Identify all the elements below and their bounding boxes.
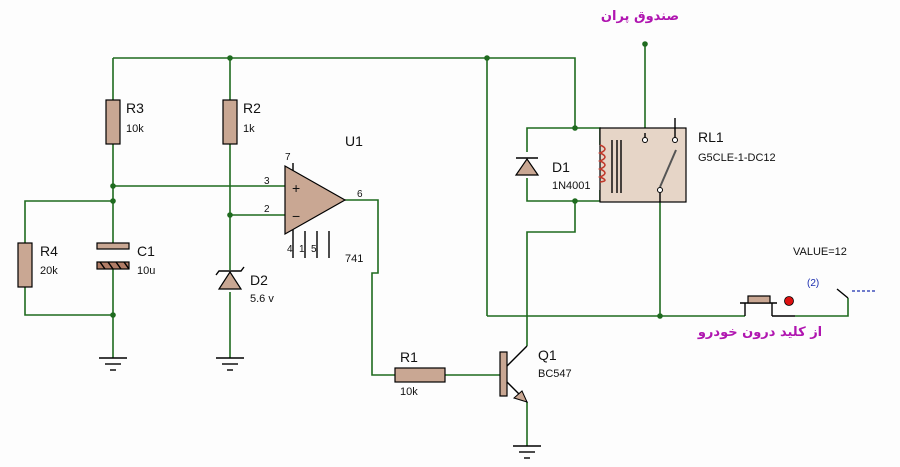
- junction-dot: [110, 183, 116, 189]
- junction-dot: [657, 313, 663, 319]
- junction-dot: [642, 41, 648, 47]
- zener-diode-d2[interactable]: D2 5.6 v: [215, 266, 274, 305]
- resistor-r2[interactable]: R2 1k: [222, 99, 261, 145]
- q1-base-bar: [499, 351, 508, 397]
- source-index: (2): [807, 278, 819, 289]
- relay-contact: [672, 137, 678, 143]
- wire-to-source: [795, 298, 849, 317]
- c1-value: 10u: [137, 265, 155, 277]
- q1-emitter-arrow: [512, 390, 528, 403]
- r4-ref: R4: [40, 243, 58, 259]
- resistor-r1[interactable]: R1 10k: [394, 349, 446, 398]
- r2-value: 1k: [243, 123, 255, 135]
- diode-d1[interactable]: D1 1N4001: [514, 157, 591, 192]
- wire-r4-top: [24, 200, 113, 243]
- pin-2: 2: [264, 204, 270, 215]
- relay-rl1[interactable]: RL1 G5CLE-1-DC12: [597, 118, 776, 203]
- wires: [24, 44, 849, 446]
- wire-coil-top: [575, 127, 601, 145]
- r2-ref: R2: [243, 100, 261, 116]
- pin-6: 6: [357, 189, 363, 200]
- d2-value: 5.6 v: [250, 293, 274, 305]
- q1-value: BC547: [538, 368, 572, 380]
- switch-label: از کلید درون خودرو: [697, 325, 822, 340]
- c1-ref: C1: [137, 243, 155, 259]
- pin-1: 1: [299, 244, 305, 255]
- wire-to-collector: [526, 201, 576, 346]
- wire-d1-bottom: [526, 178, 575, 202]
- relay-coil: [597, 144, 606, 183]
- pin-3: 3: [264, 176, 270, 187]
- d1-value: 1N4001: [552, 180, 591, 192]
- wire-r4-bottom: [24, 287, 113, 316]
- junctions: [110, 41, 663, 319]
- r3-value: 10k: [126, 123, 144, 135]
- pin-7: 7: [285, 152, 291, 163]
- junction-dot: [572, 198, 578, 204]
- ground-symbol: [513, 445, 541, 459]
- dc-source-terminal[interactable]: (2) VALUE=12: [793, 246, 876, 299]
- trunk-label: صندوق پران: [601, 9, 679, 24]
- transistor-q1[interactable]: Q1 BC547: [499, 345, 572, 403]
- opamp-plus: +: [292, 180, 300, 196]
- resistor-r4[interactable]: R4 20k: [17, 242, 58, 288]
- opamp-minus: −: [292, 208, 300, 224]
- u1-ref: U1: [345, 133, 363, 149]
- junction-dot: [227, 212, 233, 218]
- opamp-u1[interactable]: + − U1 741 3 2 6 7 4 1 5: [264, 133, 363, 265]
- wire-opamp-out: [345, 199, 395, 376]
- junction-dot: [572, 125, 578, 131]
- d1-ref: D1: [552, 159, 570, 175]
- r4-value: 20k: [40, 265, 58, 277]
- ground-symbol: [99, 357, 127, 371]
- pushbutton-switch[interactable]: [740, 295, 795, 317]
- relay-switch-arm: [659, 149, 677, 188]
- rl1-value: G5CLE-1-DC12: [698, 152, 776, 164]
- pin-5: 5: [311, 244, 317, 255]
- pin-4: 4: [287, 244, 293, 255]
- junction-dot: [227, 55, 233, 61]
- r3-ref: R3: [126, 100, 144, 116]
- ground-symbol: [216, 357, 244, 371]
- wire-top-rail: [113, 57, 576, 128]
- switch-indicator: [784, 296, 794, 306]
- junction-dot: [110, 198, 116, 204]
- resistor-r3[interactable]: R3 10k: [105, 99, 144, 145]
- source-value: VALUE=12: [793, 246, 847, 258]
- capacitor-c1[interactable]: C1 10u: [96, 242, 155, 277]
- junction-dot: [110, 312, 116, 318]
- u1-value: 741: [345, 253, 363, 265]
- wire-d1-top: [526, 127, 575, 152]
- r1-ref: R1: [400, 349, 418, 365]
- relay-contact: [642, 137, 648, 143]
- junction-dot: [484, 55, 490, 61]
- d2-ref: D2: [250, 272, 268, 288]
- q1-ref: Q1: [538, 347, 557, 363]
- relay-contact: [657, 187, 663, 193]
- rl1-ref: RL1: [698, 129, 724, 145]
- r1-value: 10k: [400, 386, 418, 398]
